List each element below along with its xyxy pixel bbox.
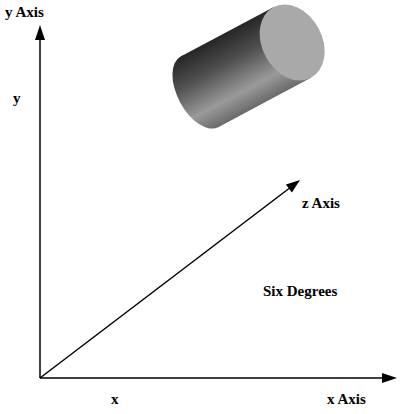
axis-label: x Axis: [327, 391, 366, 408]
axis-label: y Axis: [5, 4, 44, 21]
axis-label: z Axis: [302, 195, 340, 212]
x-axis-arrowhead: [382, 373, 397, 383]
y-axis-line: [39, 38, 41, 378]
z-axis-arrowhead: [286, 180, 300, 193]
diagram-note: Six Degrees: [263, 283, 337, 300]
cylinder-face: [247, 0, 338, 92]
x-axis-line: [40, 377, 384, 379]
z-axis-line: [40, 189, 289, 379]
axis-variable: y: [13, 90, 21, 107]
y-axis-arrowhead: [35, 25, 45, 40]
axis-variable: x: [111, 391, 119, 408]
cylinder: [161, 0, 337, 137]
